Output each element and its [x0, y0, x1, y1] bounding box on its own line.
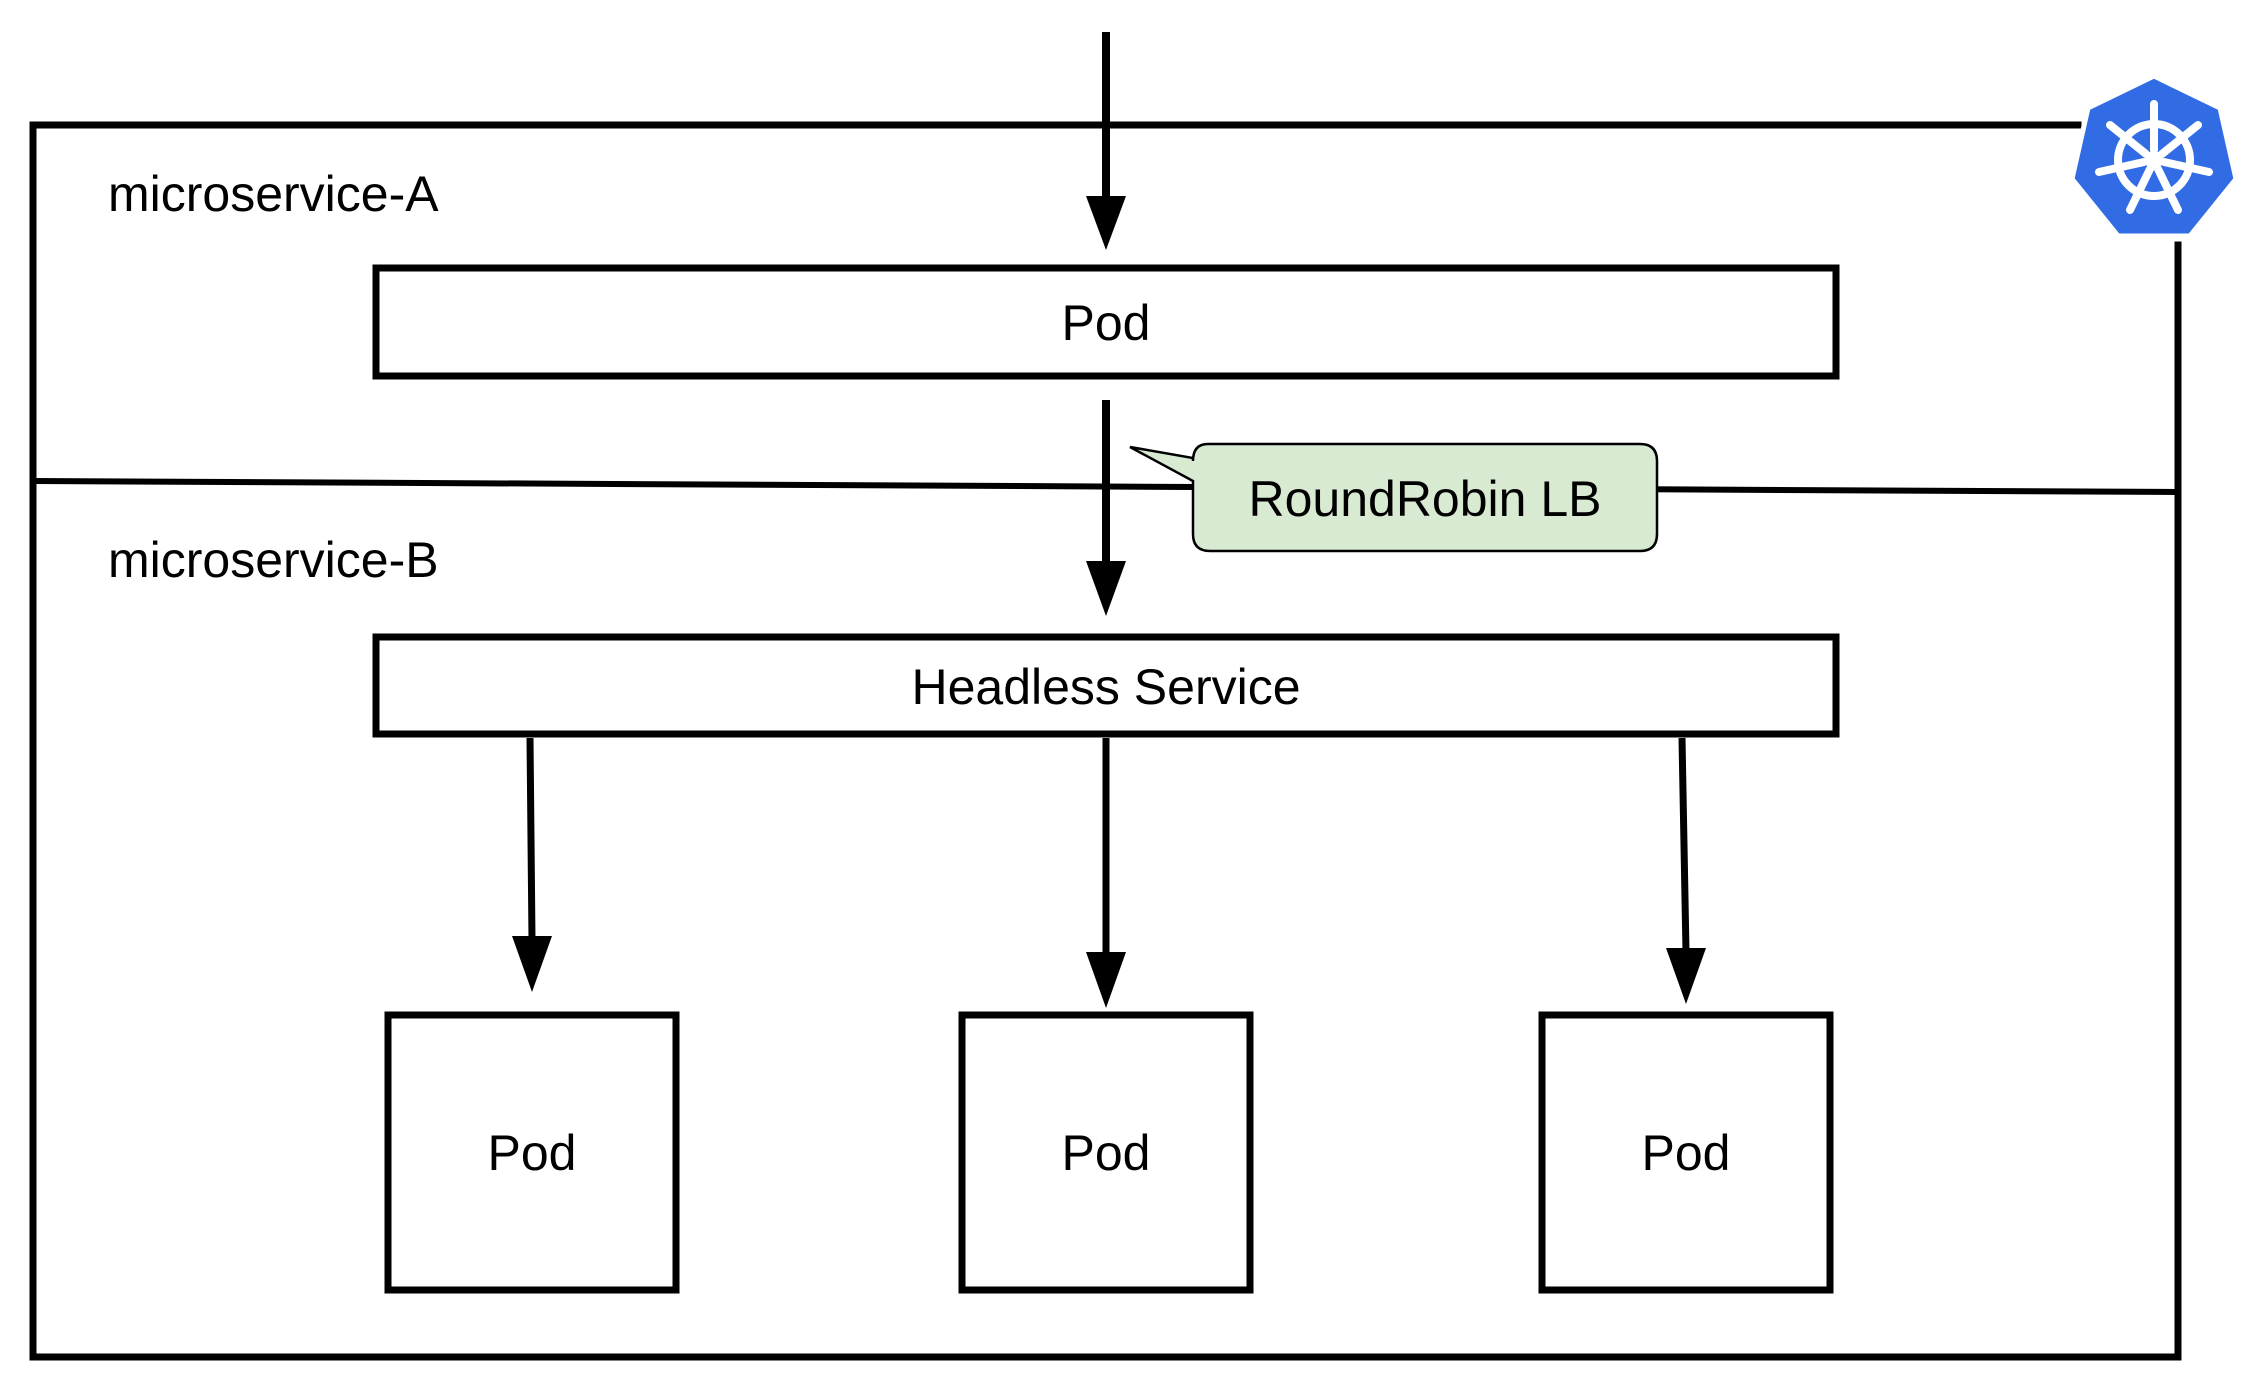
cluster-frame: [29, 121, 2182, 1361]
microservice-a-label: microservice-A: [108, 166, 439, 222]
roundrobin-label: RoundRobin LB: [1248, 471, 1601, 527]
pod-b-box-1: Pod: [384, 1011, 680, 1294]
headless-service-box: Headless Service: [372, 633, 1840, 738]
pod-b-label-3: Pod: [1642, 1125, 1731, 1181]
pod-b-box-3: Pod: [1538, 1011, 1834, 1294]
pod-a-box: Pod: [372, 264, 1840, 380]
headless-service-label: Headless Service: [911, 659, 1300, 715]
pod-b-label-1: Pod: [488, 1125, 577, 1181]
roundrobin-callout: RoundRobin LB: [1129, 442, 1659, 553]
service-to-pod-arrow-3: [1666, 737, 1706, 1004]
service-to-pod-arrow-2: [1086, 738, 1126, 1008]
pod-b-box-2: Pod: [958, 1011, 1254, 1294]
pod-to-service-arrow: [1086, 400, 1126, 616]
service-to-pod-arrow-1: [512, 737, 552, 992]
pod-a-label: Pod: [1062, 295, 1151, 351]
incoming-arrow: [1086, 32, 1126, 250]
kubernetes-icon: [2069, 73, 2239, 239]
pod-b-label-2: Pod: [1062, 1125, 1151, 1181]
microservice-b-label: microservice-B: [108, 532, 439, 588]
